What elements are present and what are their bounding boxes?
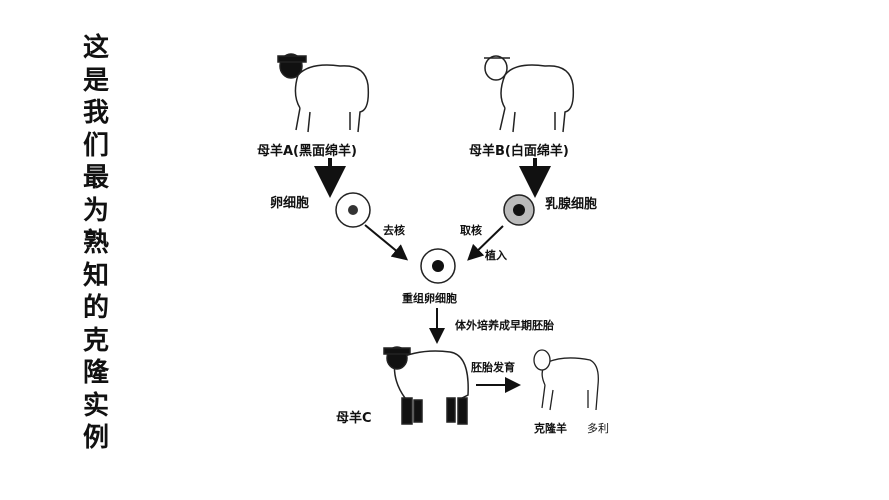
label-recombined-egg: 重组卵细胞 <box>402 292 457 305</box>
label-mammary-cell: 乳腺细胞 <box>545 197 598 212</box>
arrow-implant <box>467 225 504 261</box>
label-culture: 体外培养成早期胚胎 <box>455 319 554 332</box>
sheep-b-white-face <box>484 55 575 133</box>
label-egg-cell: 卵细胞 <box>270 196 310 211</box>
arrow-enucleate <box>364 224 409 261</box>
dolly-lamb <box>533 349 599 411</box>
label-clone-name: 多利 <box>587 422 609 435</box>
egg-cell <box>335 192 371 228</box>
label-clone-sheep: 克隆羊 <box>534 422 567 435</box>
mammary-cell <box>503 194 535 226</box>
label-take-nucleus: 取核 <box>460 224 482 237</box>
label-ewe-c: 母羊C <box>336 411 372 426</box>
label-implant: 植入 <box>485 249 507 262</box>
label-ewe-b: 母羊B(白面绵羊) <box>469 144 569 159</box>
label-embryo-development: 胚胎发育 <box>471 361 515 374</box>
recombined-egg-cell <box>420 248 456 284</box>
label-enucleate: 去核 <box>383 224 405 237</box>
sheep-c-surrogate <box>383 346 469 425</box>
vertical-title: 这是我们最为熟知的克隆实例 <box>82 33 109 453</box>
sheep-a-black-face <box>277 53 370 133</box>
label-ewe-a: 母羊A(黑面绵羊) <box>257 144 357 159</box>
